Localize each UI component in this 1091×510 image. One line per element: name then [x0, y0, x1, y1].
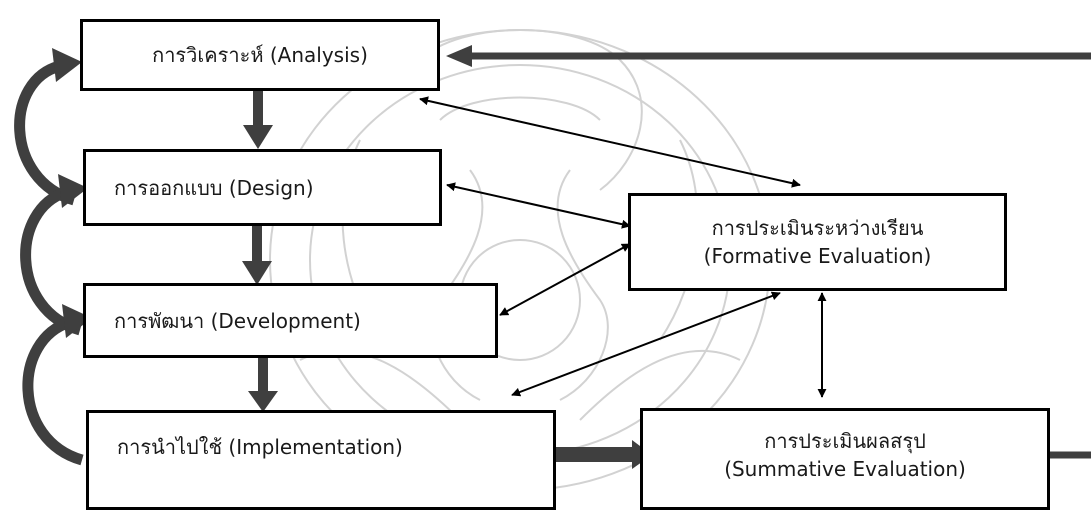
summative-label-english: (Summative Evaluation)	[724, 457, 966, 481]
feedback-arrow-design-to-analysis	[14, 60, 76, 206]
feedback-arrowhead-development	[62, 304, 92, 338]
link-implementation-formative	[511, 291, 781, 397]
development-box: การพัฒนา (Development)	[83, 283, 498, 358]
link-design-formative	[446, 182, 631, 229]
summative-label-thai: การประเมินผลสรุป	[764, 429, 926, 453]
link-development-formative	[499, 243, 631, 316]
implementation-box: การนำไปใช้ (Implementation)	[86, 410, 556, 510]
feedback-arrowhead-analysis	[52, 48, 82, 82]
implementation-label: การนำไปใช้ (Implementation)	[117, 435, 403, 459]
feedback-arrow-implementation-to-development	[22, 316, 84, 466]
design-box: การออกแบบ (Design)	[83, 149, 442, 226]
feedback-arrows	[14, 48, 92, 466]
summative-evaluation-box: การประเมินผลสรุป (Summative Evaluation)	[640, 408, 1050, 510]
flow-arrow-design-to-development	[242, 261, 272, 285]
link-analysis-formative	[419, 96, 801, 188]
formative-label-thai: การประเมินระหว่างเรียน	[711, 216, 924, 240]
feedback-arrowhead-design	[58, 174, 88, 208]
analysis-label: การวิเคราะห์ (Analysis)	[152, 43, 368, 67]
design-label: การออกแบบ (Design)	[114, 175, 314, 200]
feedback-arrow-development-to-design	[20, 186, 82, 336]
main-flow-arrows	[446, 45, 1091, 469]
formative-label-english: (Formative Evaluation)	[703, 244, 932, 268]
flow-arrow-development-to-implementation	[248, 391, 278, 412]
analysis-box: การวิเคราะห์ (Analysis)	[80, 19, 440, 91]
formative-evaluation-box: การประเมินระหว่างเรียน (Formative Evalua…	[628, 193, 1007, 291]
return-arrow-to-analysis	[446, 45, 472, 67]
development-label: การพัฒนา (Development)	[114, 308, 361, 333]
evaluation-links	[419, 96, 827, 398]
phase-flow-arrows	[242, 91, 278, 412]
flow-arrow-analysis-to-design	[243, 125, 273, 149]
